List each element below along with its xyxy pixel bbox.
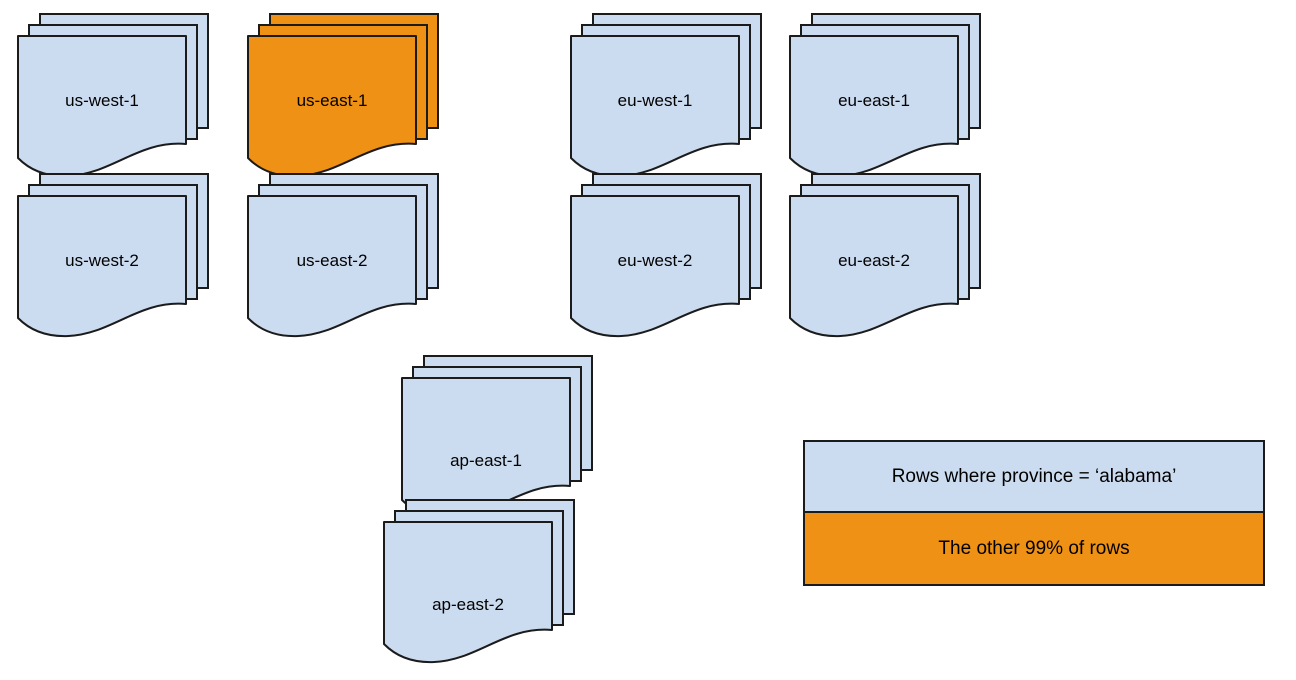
data-stack-shape-eu-west-2 (570, 173, 762, 338)
data-stack-front-card (383, 521, 553, 664)
data-stack-shape-us-east-1 (247, 13, 439, 178)
legend-box: Rows where province = ‘alabama’ The othe… (803, 440, 1265, 586)
data-stack-front-card (570, 35, 740, 178)
data-stack-front-card (789, 35, 959, 178)
data-stack-front-card (570, 195, 740, 338)
data-stack-front-card (17, 35, 187, 178)
data-stack-front-card (401, 377, 571, 520)
data-stack-shape-eu-east-2 (789, 173, 981, 338)
data-stack-shape-us-west-1 (17, 13, 209, 178)
data-stack-front-card (247, 195, 417, 338)
data-stack-front-card (247, 35, 417, 178)
data-stack-shape-us-west-2 (17, 173, 209, 338)
data-stack-shape-eu-west-1 (570, 13, 762, 178)
data-stack-shape-ap-east-2 (383, 499, 575, 664)
legend-row-blue: Rows where province = ‘alabama’ (805, 442, 1263, 513)
data-stack-front-card (17, 195, 187, 338)
data-stack-front-card (789, 195, 959, 338)
data-stack-shape-eu-east-1 (789, 13, 981, 178)
data-stack-shape-us-east-2 (247, 173, 439, 338)
legend-row-orange: The other 99% of rows (805, 513, 1263, 584)
legend-row-orange-label: The other 99% of rows (938, 537, 1130, 559)
legend-row-blue-label: Rows where province = ‘alabama’ (891, 465, 1177, 487)
data-stack-shape-ap-east-1 (401, 355, 593, 520)
